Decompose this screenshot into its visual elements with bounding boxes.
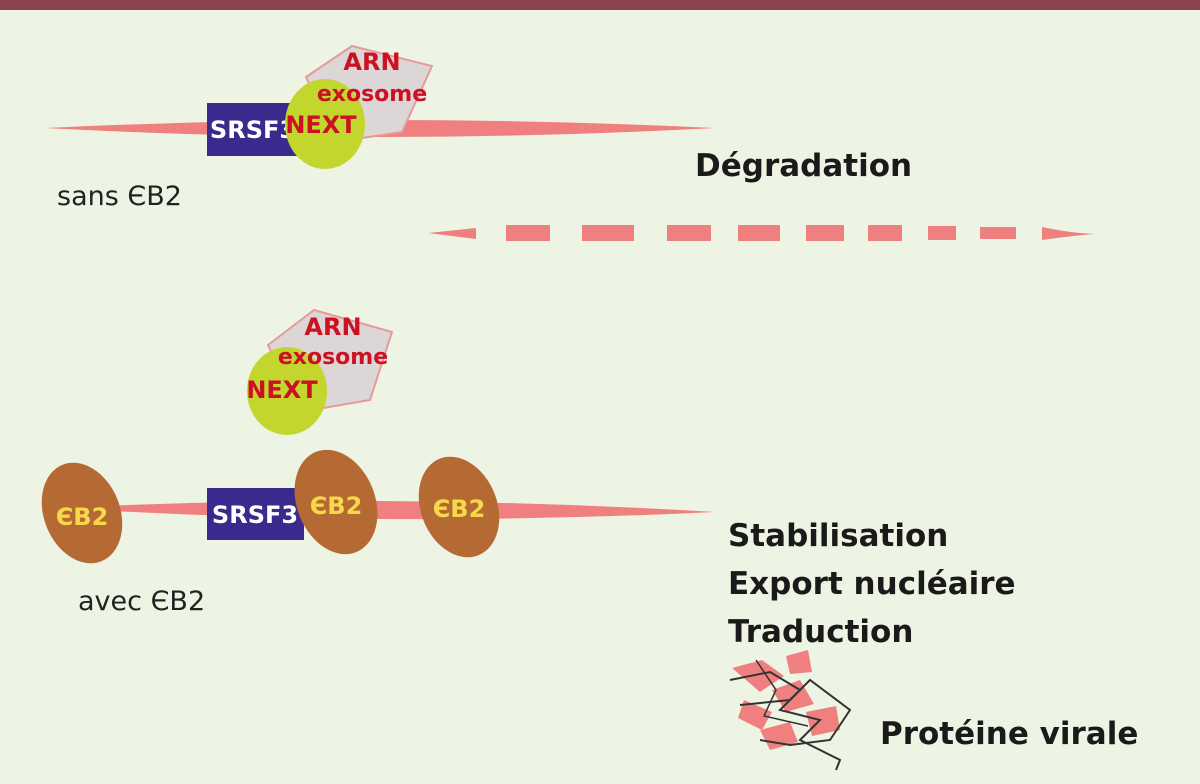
- eb2-label: ЄB2: [310, 492, 363, 520]
- condition-label-top: sans ЄB2: [57, 181, 182, 212]
- arn-label-bottom: ARN: [304, 313, 361, 341]
- bottom-panel: ARN exosome NEXT SRSF3 ЄB2 ЄB2 ЄB2 avec …: [41, 308, 1138, 771]
- arn-label-top: ARN: [343, 48, 400, 76]
- outcome-export-nucleaire: Export nucléaire: [728, 566, 1016, 602]
- srsf3-box-top: [207, 103, 300, 156]
- rna-fragment: [667, 225, 711, 241]
- rna-strand-bottom: [60, 500, 715, 520]
- outcome-degradation: Dégradation: [695, 148, 912, 184]
- top-accent-bar: [0, 0, 1200, 10]
- rna-fragment: [738, 225, 780, 241]
- rna-fragment: [428, 228, 476, 239]
- condition-label-bottom: avec ЄB2: [78, 586, 205, 617]
- next-ellipse-bottom: [247, 347, 327, 435]
- eb2-label: ЄB2: [56, 503, 109, 531]
- rna-fragment: [1042, 227, 1094, 240]
- rna-fragment: [806, 225, 844, 241]
- top-panel: SRSF3 ARN exosome NEXT sans ЄB2 Dégradat…: [45, 44, 1094, 241]
- srsf3-box-bottom: [207, 488, 304, 540]
- exosome-label-top: exosome: [317, 82, 427, 107]
- next-label-top: NEXT: [285, 111, 357, 139]
- rna-fragment: [582, 225, 634, 241]
- eb2-label: ЄB2: [433, 495, 486, 523]
- eb2-protein: [41, 462, 123, 564]
- srsf3-label-top: SRSF3: [210, 116, 296, 144]
- eb2-protein: [294, 449, 378, 555]
- viral-protein-icon: [729, 650, 852, 771]
- rna-fragment: [980, 227, 1016, 239]
- eb2-protein: [418, 456, 500, 558]
- exosome-label-bottom: exosome: [278, 345, 388, 370]
- srsf3-label-bottom: SRSF3: [212, 501, 298, 529]
- rna-fragment: [506, 225, 550, 241]
- outcome-stabilisation: Stabilisation: [728, 518, 948, 554]
- next-ellipse-top: [285, 79, 365, 169]
- rna-fragment: [928, 226, 956, 240]
- degraded-rna-fragments: [428, 225, 1094, 241]
- rna-fragment: [868, 225, 902, 241]
- next-label-bottom: NEXT: [246, 376, 318, 404]
- outcome-traduction: Traduction: [728, 614, 913, 650]
- protein-label: Protéine virale: [880, 716, 1138, 752]
